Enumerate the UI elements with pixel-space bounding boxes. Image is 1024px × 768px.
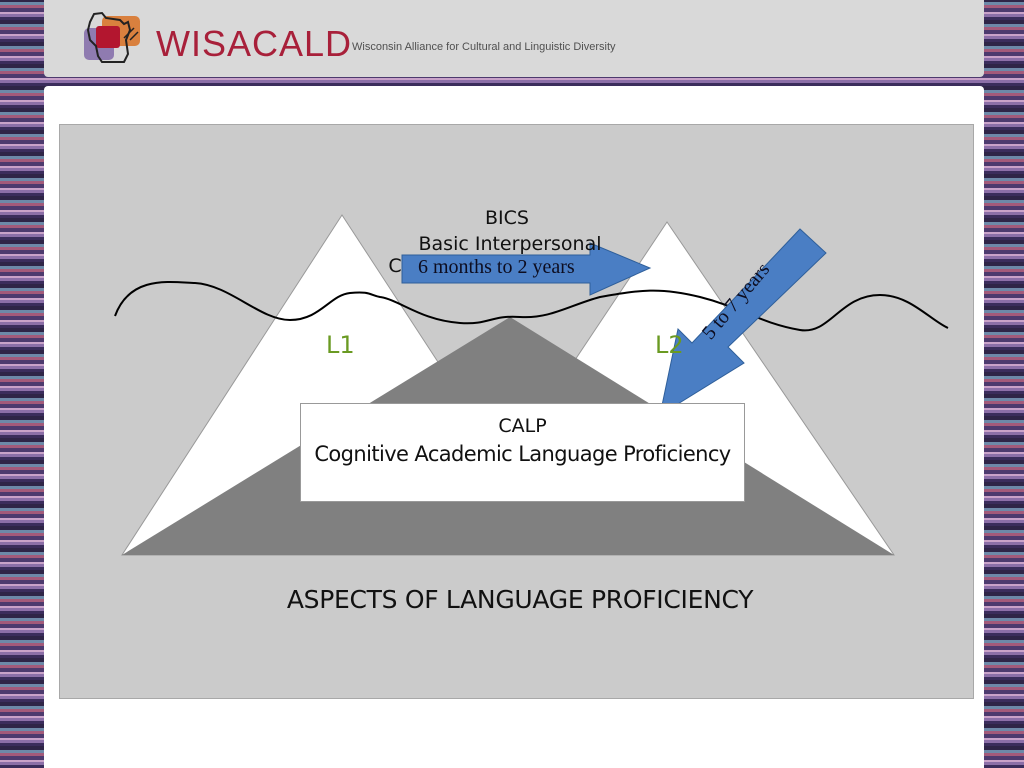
bics-title: BICS: [485, 207, 529, 229]
bics-arrow-label: 6 months to 2 years: [418, 256, 575, 278]
calp-arrow-shape: [659, 228, 827, 417]
logo-wordmark: WISACALD: [156, 23, 353, 64]
bics-arrow-shape: [401, 242, 652, 296]
l1-label: L1: [326, 331, 355, 359]
wisconsin-logo-icon: [84, 11, 140, 63]
bics-subtitle-fragment: C: [388, 255, 402, 277]
content-panel: BICS Basic Interpersonal C 6 months to 2…: [44, 86, 984, 768]
diagram-caption: ASPECTS OF LANGUAGE PROFICIENCY: [286, 585, 754, 614]
site-header: WISACALD Wisconsin Alliance for Cultural…: [44, 0, 984, 77]
diagram-slide: BICS Basic Interpersonal C 6 months to 2…: [59, 124, 974, 699]
l2-label: L2: [655, 331, 684, 359]
bics-subtitle: Basic Interpersonal: [418, 233, 602, 255]
waterline: [114, 280, 949, 332]
calp-title: CALP: [498, 415, 547, 437]
calp-subtitle: Cognitive Academic Language Proficiency: [314, 442, 731, 466]
logo-tagline: Wisconsin Alliance for Cultural and Ling…: [352, 41, 616, 53]
calp-box: CALP Cognitive Academic Language Profici…: [300, 403, 745, 502]
